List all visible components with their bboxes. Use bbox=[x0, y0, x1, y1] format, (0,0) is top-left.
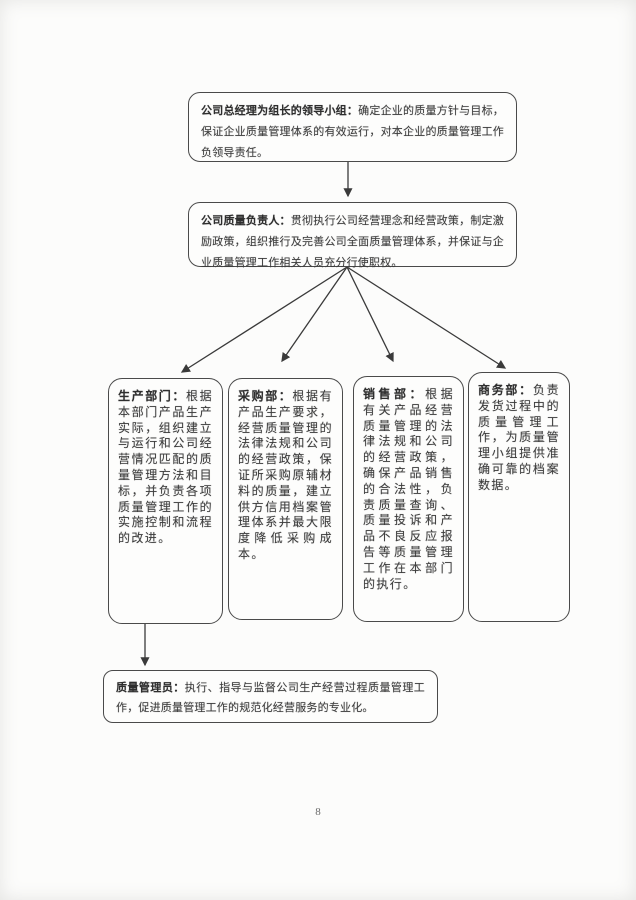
arrow-director-to-production bbox=[180, 266, 348, 373]
node-purchasing-dept-text: 根据有产品生产要求，经营质量管理的法律法规和公司的经营政策，保证所采购原辅材料的… bbox=[238, 389, 334, 561]
node-production-dept-label: 生产部门： bbox=[118, 389, 186, 403]
node-quality-director: 公司质量负责人：贯彻执行公司经营理念和经营政策，制定激励政策，组织推行及完善公司… bbox=[188, 202, 517, 269]
node-leadership-group: 公司总经理为组长的领导小组：确定企业的质量方针与目标，保证企业质量管理体系的有效… bbox=[188, 92, 517, 162]
node-commerce-dept: 商务部：负责发货过程中的质量管理工作，为质量管理小组提供准确可靠的档案数据。 bbox=[468, 372, 570, 622]
arrow-director-to-sales bbox=[346, 266, 394, 363]
node-quality-director-text: 贯彻执行公司经营理念和经营政策，制定激励政策，组织推行及完善公司全面质量管理体系… bbox=[201, 214, 504, 269]
page-number: 8 bbox=[315, 806, 321, 818]
arrow-director-to-commerce bbox=[346, 266, 507, 369]
node-purchasing-dept: 采购部：根据有产品生产要求，经营质量管理的法律法规和公司的经营政策，保证所采购原… bbox=[228, 378, 343, 620]
node-commerce-dept-label: 商务部： bbox=[478, 383, 533, 397]
node-quality-admin-text: 执行、指导与监督公司生产经营过程质量管理工作，促进质量管理工作的规范化经营服务的… bbox=[116, 681, 426, 714]
node-production-dept: 生产部门：根据本部门产品生产实际，组织建立与运行和公司经营情况匹配的质量管理方法… bbox=[108, 378, 223, 624]
node-sales-dept: 销售部：根据有关产品经营质量管理的法律法规和公司的经营政策，确保产品销售的合法性… bbox=[353, 376, 464, 622]
node-sales-dept-label: 销售部： bbox=[363, 387, 426, 401]
node-quality-admin: 质量管理员：执行、指导与监督公司生产经营过程质量管理工作，促进质量管理工作的规范… bbox=[103, 670, 438, 723]
node-production-dept-text: 根据本部门产品生产实际，组织建立与运行和公司经营情况匹配的质量管理方法和目标，并… bbox=[118, 389, 213, 546]
node-commerce-dept-text: 负责发货过程中的质量管理工作，为质量管理小组提供准确可靠的档案数据。 bbox=[478, 383, 560, 492]
node-quality-director-label: 公司质量负责人： bbox=[201, 214, 291, 227]
node-quality-admin-label: 质量管理员： bbox=[116, 681, 185, 694]
node-leadership-group-text: 确定企业的质量方针与目标，保证企业质量管理体系的有效运行，对本企业的质量管理工作… bbox=[201, 104, 504, 159]
node-leadership-group-label: 公司总经理为组长的领导小组： bbox=[201, 104, 359, 117]
arrow-director-to-purchasing bbox=[281, 266, 348, 363]
node-purchasing-dept-label: 采购部： bbox=[238, 389, 293, 403]
node-sales-dept-text: 根据有关产品经营质量管理的法律法规和公司的经营政策，确保产品销售的合法性，负责质… bbox=[363, 387, 454, 591]
